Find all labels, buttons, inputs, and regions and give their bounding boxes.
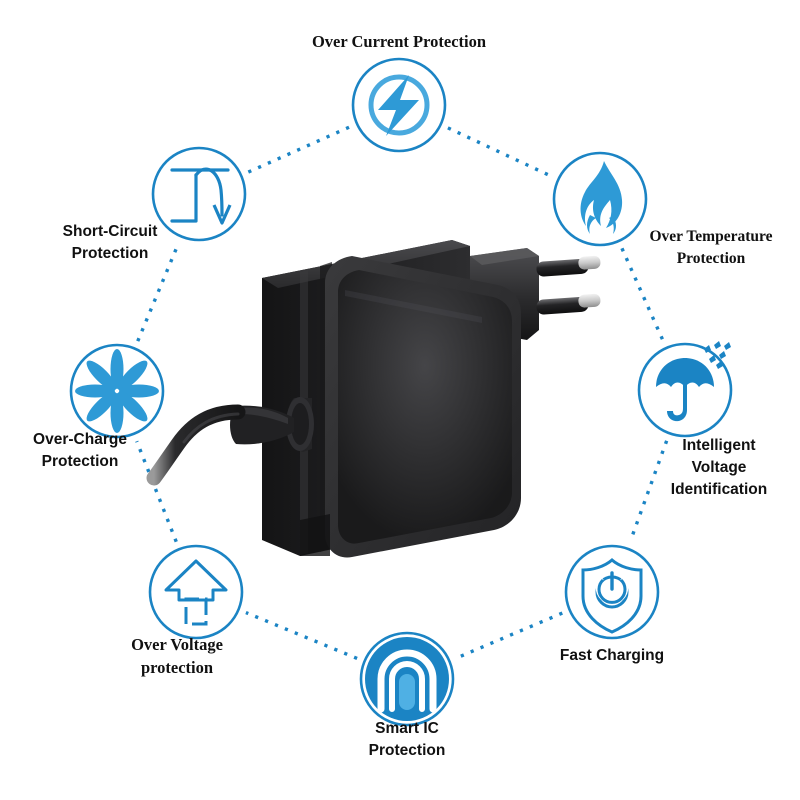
feature-label-fast-charging: Fast Charging [559, 647, 665, 664]
feature-label-over-current: Over Current Protection [311, 32, 487, 51]
petal-burst-icon[interactable] [69, 343, 165, 439]
umbrella-rain-icon[interactable] [637, 341, 733, 438]
fingerprint-circle-icon[interactable] [359, 631, 455, 727]
up-arrow-bar-icon[interactable] [148, 544, 244, 640]
step-waveform-arrow-icon[interactable] [151, 146, 247, 242]
connector-over-voltage-to-over-charge [135, 440, 178, 543]
shield-power-icon[interactable] [564, 544, 660, 640]
feature-label-over-voltage: Over Voltage protection [131, 635, 223, 678]
feature-label-smart-ic: Smart IC Protection [368, 720, 446, 759]
lightning-bolt-icon[interactable] [351, 57, 447, 153]
feature-label-intelligent-voltage: Intelligent Voltage Identification [670, 437, 768, 498]
flame-icon[interactable] [552, 151, 648, 247]
feature-label-over-temperature: Over Temperature Protection [649, 228, 773, 267]
connector-over-charge-to-short-circuit [136, 243, 180, 342]
feature-label-over-charge: Over-Charge Protection [33, 431, 127, 470]
connector-short-circuit-to-over-current [247, 125, 351, 174]
feature-label-short-circuit: Short-Circuit Protection [62, 223, 158, 262]
